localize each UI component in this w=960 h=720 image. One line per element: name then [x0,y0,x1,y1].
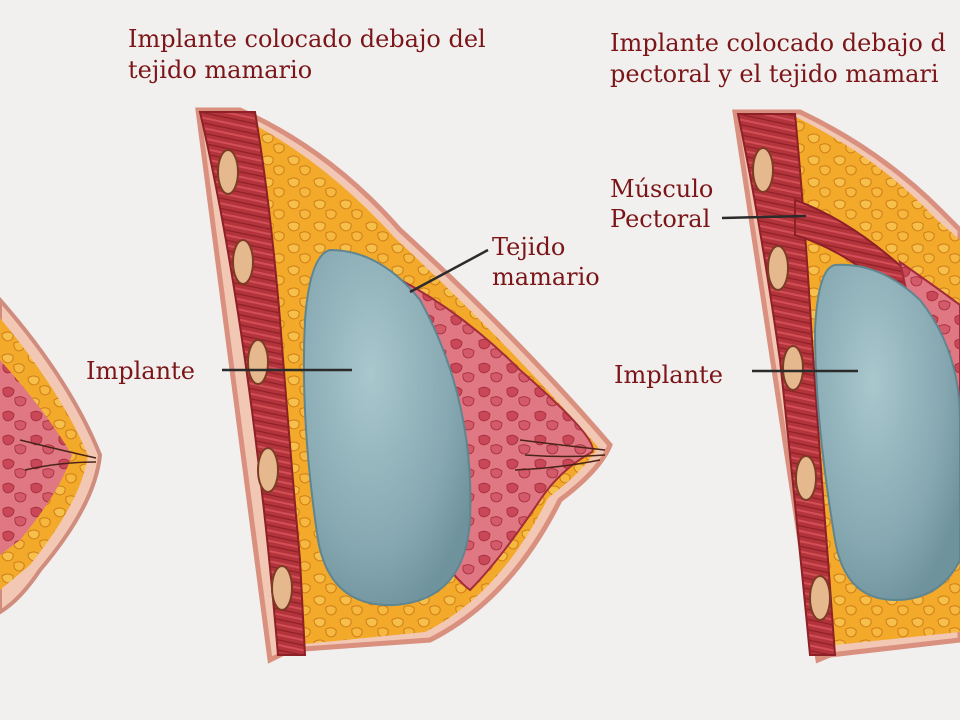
subglandular-cross-section [195,107,613,664]
panel1-title: Implante colocado debajo del tejido mama… [128,24,486,86]
submuscular-cross-section [732,109,960,664]
label-tejido-mamario: Tejido mamario [492,232,600,292]
label-tissue-line1: Tejido [492,233,566,261]
leader-muscle [721,214,807,220]
label-implante-2: Implante [614,361,723,389]
label-muscle-line1: Músculo [610,175,714,203]
label-tissue-line2: mamario [492,263,600,291]
implant-submuscular [813,263,960,602]
label-muscle-line2: Pectoral [610,205,711,233]
rib-cross-sections-right [752,147,831,621]
label-musculo-pectoral: Músculo Pectoral [610,174,713,234]
leader-tissue [409,248,489,294]
panel1-title-line1: Implante colocado debajo del [128,25,486,53]
panel2-title: Implante colocado debajo d pectoral y el… [610,28,946,90]
label-implante-1: Implante [86,357,195,385]
panel2-title-line1: Implante colocado debajo d [610,29,946,57]
implant-subglandular [302,248,472,607]
panel1-title-line2: tejido mamario [128,56,313,84]
panel2-title-line2: pectoral y el tejido mamari [610,60,939,88]
rib-cross-sections [217,149,293,611]
left-partial-breast [0,296,103,615]
